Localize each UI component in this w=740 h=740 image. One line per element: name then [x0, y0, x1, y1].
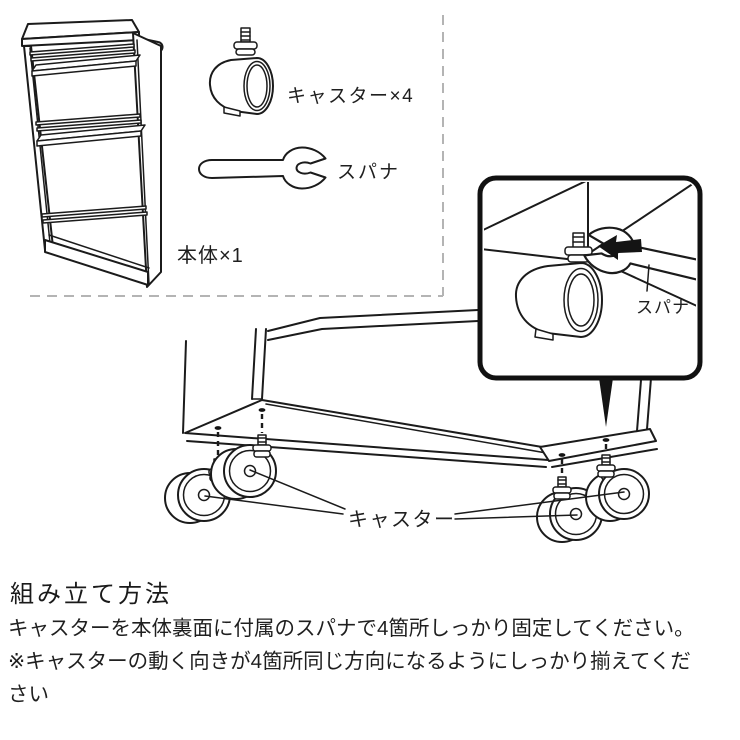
callout-caster	[514, 232, 603, 341]
instruction-line-2: ※キャスターの動く向きが4箇所同じ方向になるようにしっかり揃えてください	[8, 650, 691, 706]
parts-area-dashed-border	[30, 15, 444, 297]
caster-4	[585, 454, 650, 522]
caster-label-leader-lines	[204, 469, 625, 520]
parts-body-label: 本体×1	[177, 245, 244, 267]
instruction-line-1: キャスターを本体裏面に付属のスパナで4箇所しっかり固定してください。	[8, 617, 695, 640]
caster-2	[210, 434, 277, 500]
screw-holes	[214, 408, 610, 457]
parts-spanner-label: スパナ	[337, 162, 401, 183]
spanner-drawing	[198, 146, 327, 190]
shelf-unit-drawing	[21, 19, 164, 288]
assembly-method-heading: 組み立て方法	[10, 581, 172, 608]
attachment-dashed-lines	[216, 414, 608, 475]
callout-spanner-label: スパナ	[636, 298, 690, 317]
tighten-arrow-icon	[598, 235, 642, 260]
parts-caster-label: キャスター×4	[287, 86, 415, 107]
diagram-caster-label: キャスター	[348, 509, 456, 531]
callout-pointer	[599, 378, 613, 427]
caster-attachment-callout	[477, 175, 703, 427]
assembly-instructions-text: キャスターを本体裏面に付属のスパナで4箇所しっかり固定してください。 ※キャスタ…	[8, 612, 708, 711]
caster-part-drawing	[208, 27, 274, 117]
